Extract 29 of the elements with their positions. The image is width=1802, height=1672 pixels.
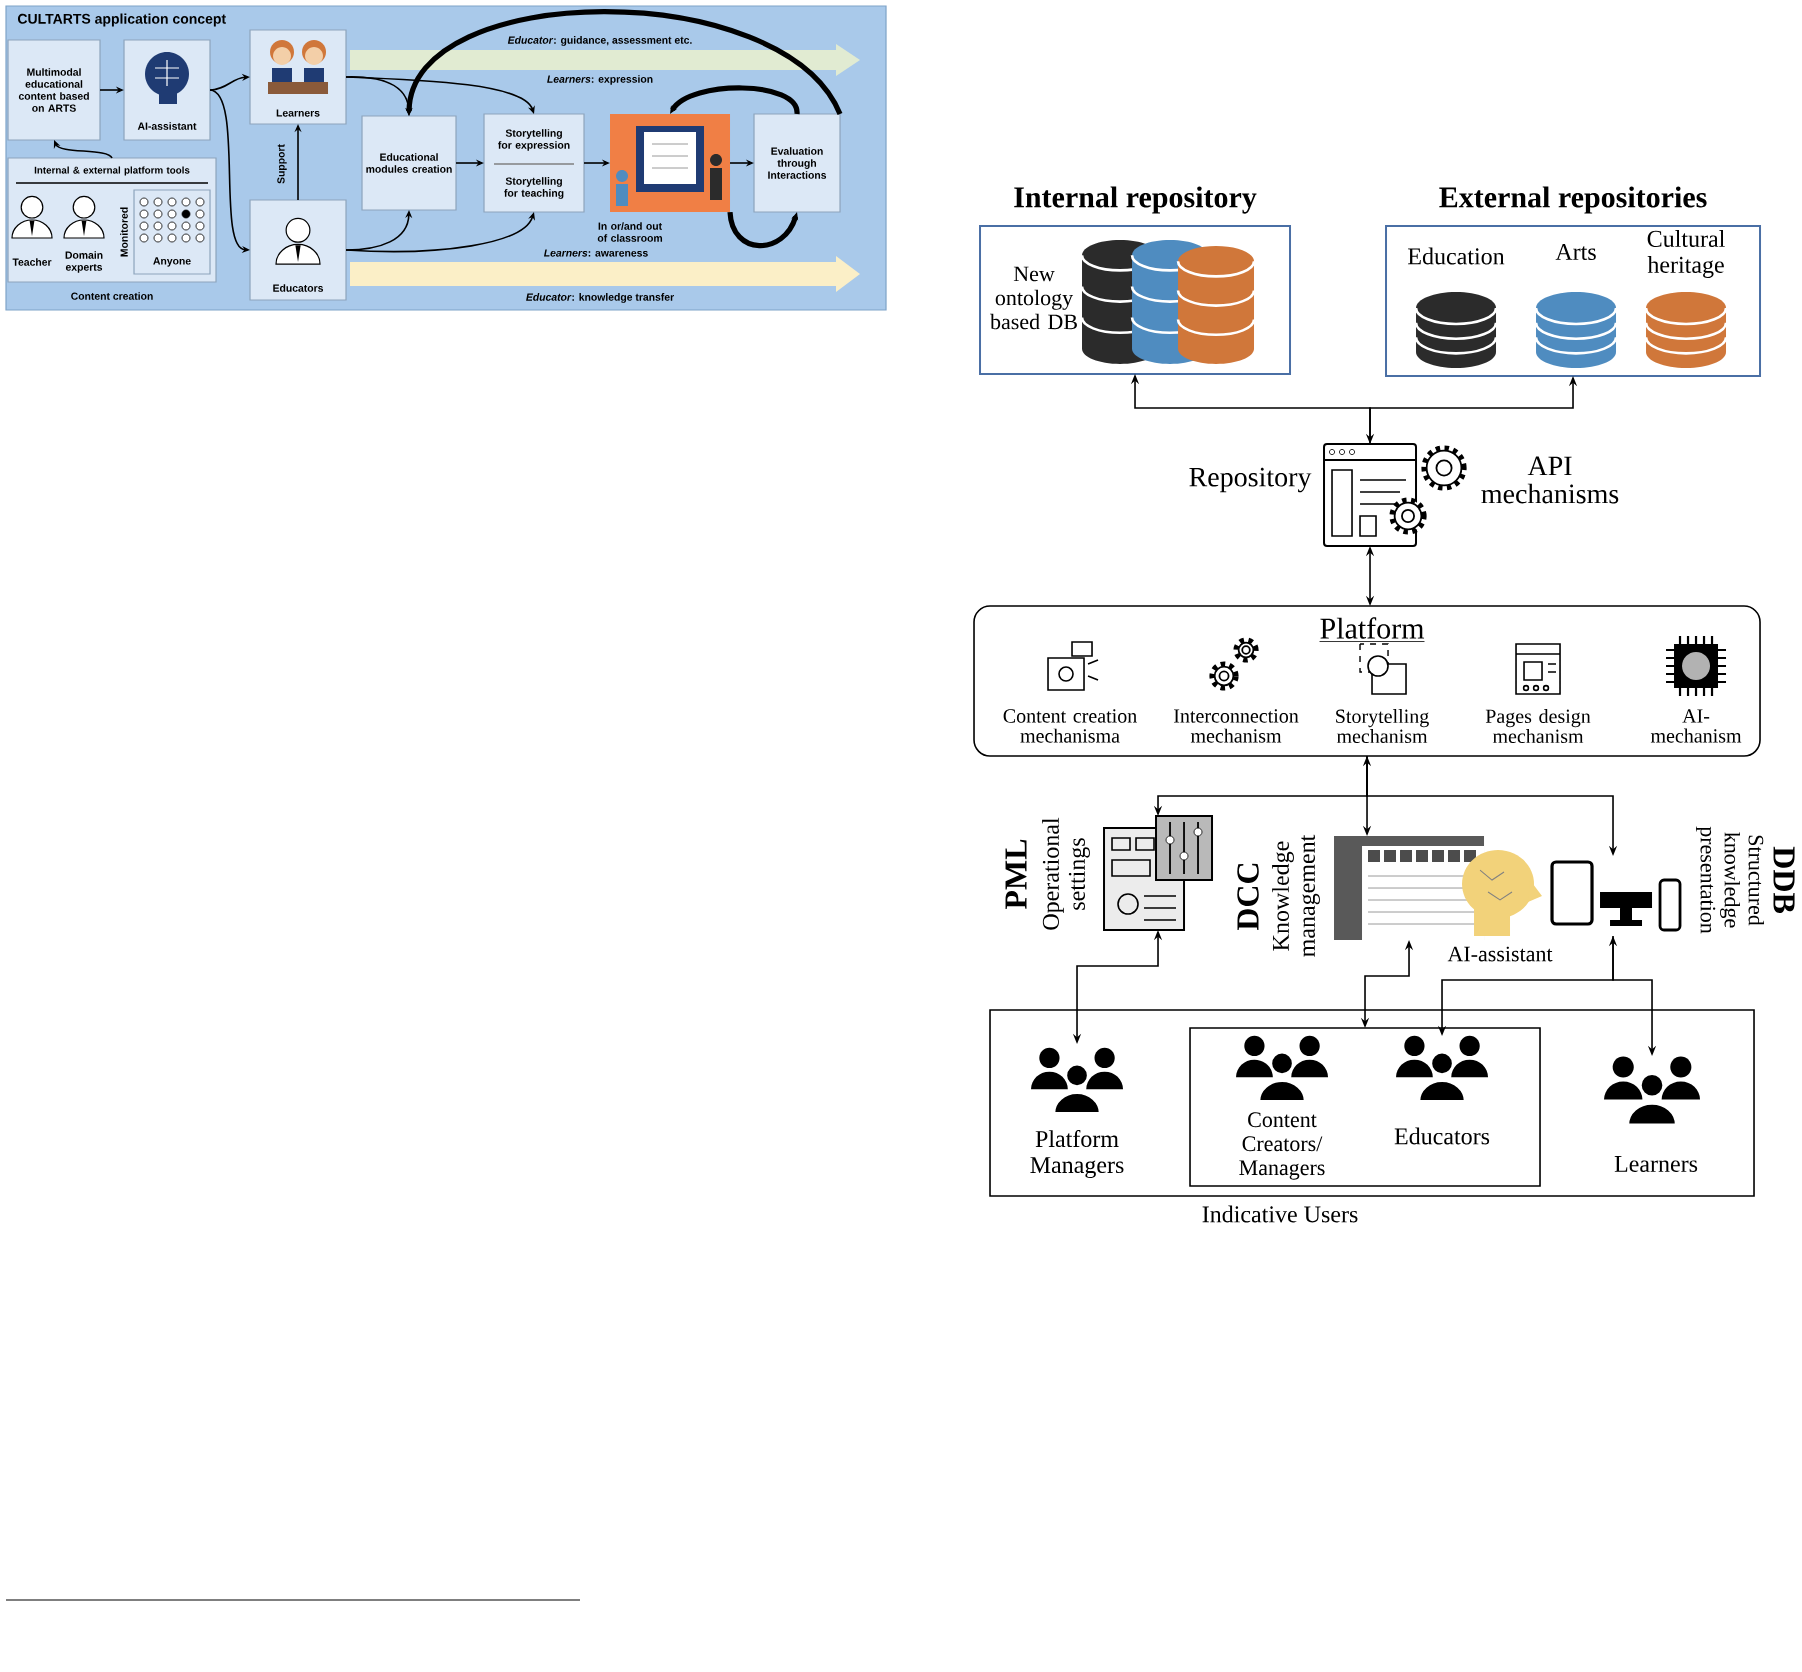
label: DDB <box>1773 846 1795 913</box>
node-label: External repositories <box>1439 186 1707 214</box>
label: Education <box>1408 247 1505 265</box>
group-box <box>1189 1027 1541 1187</box>
label: AI-mechanism <box>1650 709 1742 743</box>
label: API mechanisms <box>1481 456 1619 504</box>
label: Pages design mechanism <box>1485 708 1591 744</box>
label: Repository <box>1189 467 1312 493</box>
label: PML <box>1005 839 1027 910</box>
arrow <box>345 76 535 114</box>
label: Structured knowledge presentation <box>1696 826 1764 934</box>
label: Platform Managers <box>1030 1129 1124 1179</box>
label: Learners <box>1614 1156 1698 1172</box>
label: Educators <box>1394 1127 1490 1145</box>
repository-box: Internal repository New ontology based DB <box>979 186 1291 375</box>
label: Arts <box>1555 243 1596 261</box>
label: Cultural heritage <box>1647 230 1725 278</box>
label: Operational settings <box>1042 817 1090 930</box>
arrow <box>345 212 535 253</box>
label: Content Creators/ Managers <box>1239 1112 1325 1180</box>
label: DCC <box>1237 863 1259 931</box>
label: Storytelling mechanism <box>1336 708 1429 744</box>
label: Knowledge management <box>1272 834 1320 957</box>
label: Content creation mechanisma <box>1003 709 1137 743</box>
label: Interconnection mechanism <box>1174 709 1299 743</box>
arrow <box>670 85 800 115</box>
node-label: Indicative Users <box>1202 1205 1358 1223</box>
label: AI-assistant <box>1447 946 1553 962</box>
arrow <box>53 140 113 159</box>
